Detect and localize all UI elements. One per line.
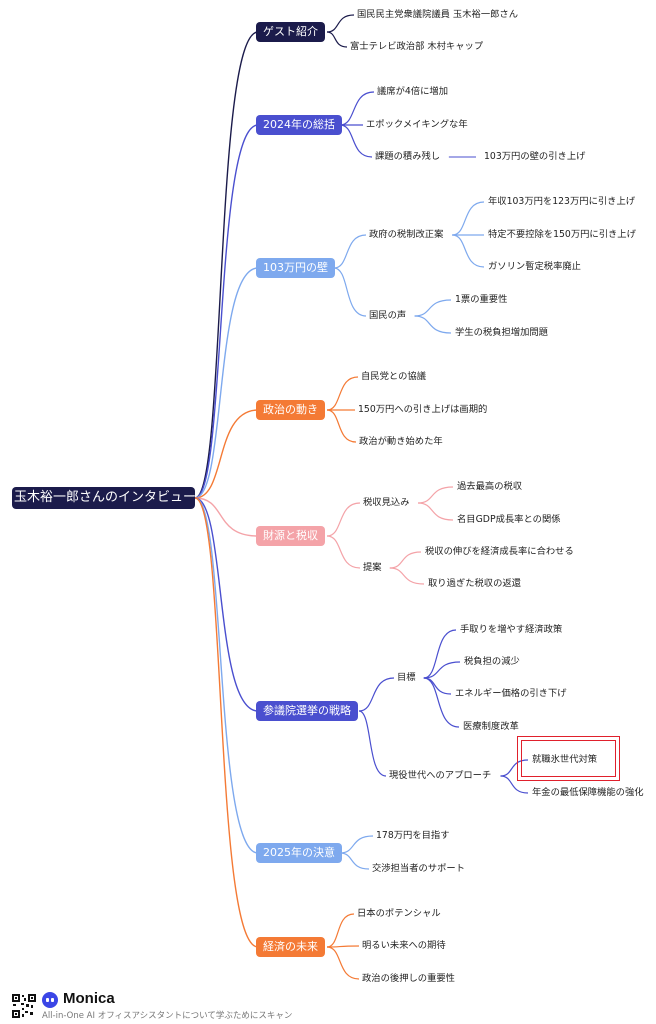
- child-connector-4-1: [326, 376, 359, 411]
- topic-7-1[interactable]: 178万円を目指す: [376, 830, 450, 841]
- child-connector-2-1: [339, 91, 375, 126]
- subtopic-connector-6-1-2: [423, 661, 461, 679]
- subtopic-connector-6-1-4: [423, 677, 460, 728]
- subtopic-connector-6-2-2: [500, 775, 529, 794]
- topic-4-3[interactable]: 政治が動き始めた年: [359, 436, 443, 447]
- child-connector-8-2: [326, 945, 360, 948]
- child-connector-5-2: [326, 535, 361, 569]
- subtopic-6-1-3[interactable]: エネルギー価格の引き下げ: [455, 688, 567, 699]
- subtopic-5-1-1[interactable]: 過去最高の税収: [457, 481, 523, 492]
- topic-5-1[interactable]: 税収見込み: [363, 497, 410, 508]
- topic-3-2[interactable]: 国民の声: [369, 310, 407, 321]
- subtopic-connector-5-1-2: [418, 502, 454, 521]
- topic-1-1[interactable]: 国民民主党衆議院議員 玉木裕一郎さん: [357, 9, 519, 20]
- subtopic-3-1-2[interactable]: 特定不要控除を150万円に引き上げ: [488, 229, 636, 240]
- subtopic-3-2-1[interactable]: 1票の重要性: [455, 294, 508, 305]
- subtopic-connector-5-2-2: [389, 567, 425, 585]
- topic-4-1[interactable]: 自民党との協議: [361, 371, 426, 382]
- topic-4-2[interactable]: 150万円への引き上げは画期的: [358, 404, 488, 415]
- subtopic-6-1-2[interactable]: 税負担の減少: [464, 656, 520, 667]
- root-label: 玉木裕一郎さんのインタビュー: [14, 490, 195, 505]
- topic-2-3[interactable]: 課題の積み残し: [375, 151, 441, 162]
- subtopic-3-1-1[interactable]: 年収103万円を123万円に引き上げ: [488, 196, 636, 207]
- child-connector-7-1: [339, 835, 374, 854]
- branch-connector-2: [194, 124, 259, 499]
- topic-7-2[interactable]: 交渉担当者のサポート: [372, 863, 465, 874]
- topic-8-3[interactable]: 政治の後押しの重要性: [362, 973, 455, 984]
- subtopic-connector-6-1-3: [423, 677, 452, 695]
- child-connector-6-1: [358, 677, 395, 712]
- qr-code-icon: [12, 994, 36, 1018]
- footer: Monica All-in-One AI オフィスアシスタントについて学ぶために…: [12, 990, 312, 1024]
- branch-connector-5: [194, 497, 259, 537]
- topic-3-1[interactable]: 政府の税制改正案: [369, 229, 444, 240]
- subtopic-6-2-1[interactable]: 就職氷世代対策: [532, 754, 598, 765]
- topic-5-2[interactable]: 提案: [363, 562, 382, 573]
- child-connector-1-1: [326, 14, 355, 33]
- branch-connector-1: [194, 31, 259, 499]
- highlight-box-outer: [517, 736, 620, 781]
- monica-logo-icon: [42, 992, 58, 1008]
- subtopic-connector-6-2-1: [500, 759, 529, 777]
- branch-node-3[interactable]: 103万円の壁: [256, 258, 335, 278]
- subtopic-connector-5-1-1: [418, 486, 454, 504]
- topic-1-2[interactable]: 富士テレビ政治部 木村キャップ: [350, 41, 484, 52]
- child-connector-2-3: [339, 124, 373, 158]
- subtopic-connector-6-1-1: [423, 629, 457, 679]
- subtopic-connector-3-2-2: [414, 315, 452, 334]
- branch-node-1[interactable]: ゲスト紹介: [256, 22, 325, 42]
- root-node[interactable]: 玉木裕一郎さんのインタビュー: [12, 487, 195, 509]
- child-connector-8-1: [326, 913, 355, 948]
- subtopic-5-2-2[interactable]: 取り過ぎた税収の返還: [428, 578, 521, 589]
- child-connector-5-1: [326, 502, 361, 537]
- branch-connector-8: [194, 497, 259, 948]
- child-connector-1-2: [326, 31, 348, 48]
- topic-2-2[interactable]: エポックメイキングな年: [366, 119, 468, 130]
- branch-connector-6: [194, 497, 259, 712]
- child-connector-6-2: [358, 710, 387, 777]
- branch-connector-3: [194, 267, 259, 499]
- branch-node-7[interactable]: 2025年の決意: [256, 843, 342, 863]
- topic-6-2[interactable]: 現役世代へのアプローチ: [389, 770, 492, 781]
- branch-node-6[interactable]: 参議院選挙の戦略: [256, 701, 358, 721]
- topic-8-1[interactable]: 日本のポテンシャル: [357, 908, 441, 919]
- subtopic-3-1-3[interactable]: ガソリン暫定税率廃止: [488, 261, 581, 272]
- subtopic-6-2-2[interactable]: 年金の最低保障機能の強化: [532, 787, 644, 798]
- subtopic-6-1-4[interactable]: 医療制度改革: [463, 721, 519, 732]
- subtopic-2-3-1[interactable]: 103万円の壁の引き上げ: [484, 151, 586, 162]
- child-connector-3-2: [333, 267, 367, 317]
- branch-node-5[interactable]: 財源と税収: [256, 526, 325, 546]
- topic-8-2[interactable]: 明るい未来への期待: [362, 940, 446, 951]
- subtopic-connector-3-1-1: [452, 201, 485, 236]
- branch-node-4[interactable]: 政治の動き: [256, 400, 325, 420]
- subtopic-connector-5-2-1: [389, 551, 422, 569]
- branch-connector-7: [194, 497, 259, 854]
- branch-node-2[interactable]: 2024年の総括: [256, 115, 342, 135]
- topic-6-1[interactable]: 目標: [397, 672, 416, 683]
- subtopic-connector-3-2-1: [414, 299, 452, 317]
- subtopic-3-2-2[interactable]: 学生の税負担増加問題: [455, 327, 548, 338]
- subtopic-5-2-1[interactable]: 税収の伸びを経済成長率に合わせる: [425, 546, 574, 557]
- subtopic-connector-3-1-3: [452, 234, 485, 268]
- brand-tagline: All-in-One AI オフィスアシスタントについて学ぶためにスキャン: [42, 1011, 293, 1021]
- brand-name: Monica: [63, 990, 115, 1007]
- topic-2-1[interactable]: 議席が4倍に増加: [377, 86, 448, 97]
- child-connector-7-2: [339, 852, 370, 870]
- subtopic-6-1-1[interactable]: 手取りを増やす経済政策: [460, 624, 563, 635]
- branch-connector-4: [194, 409, 259, 499]
- child-connector-8-3: [326, 946, 360, 980]
- branch-node-8[interactable]: 経済の未来: [256, 937, 325, 957]
- highlight-box-inner: [521, 740, 616, 777]
- subtopic-5-1-2[interactable]: 名目GDP成長率との関係: [457, 514, 561, 525]
- child-connector-3-1: [333, 234, 367, 269]
- child-connector-4-3: [326, 409, 357, 443]
